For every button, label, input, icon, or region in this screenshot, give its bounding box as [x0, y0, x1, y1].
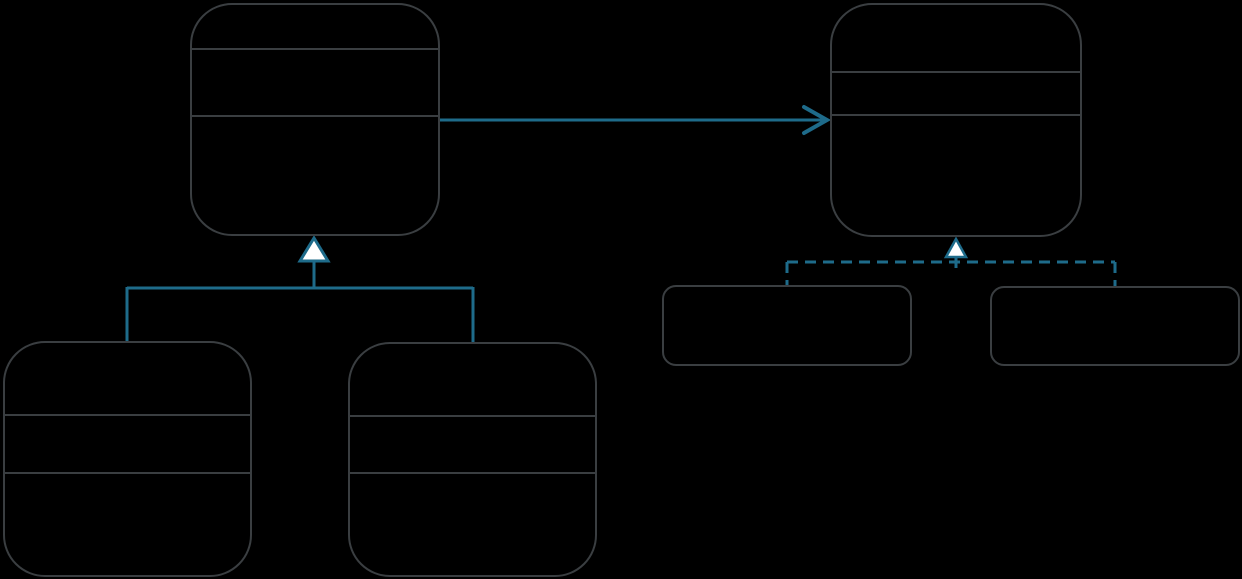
class-box-top-right[interactable]	[830, 3, 1082, 237]
generalization-tree-hollow-triangle-marker	[297, 235, 331, 263]
edge-generalization-tree[interactable]	[125, 261, 475, 343]
class-box-bottom-left-2-divider-1	[350, 415, 595, 417]
class-box-bottom-left-1-divider-1	[5, 414, 250, 416]
class-box-bottom-left-2[interactable]	[348, 342, 597, 577]
class-box-bottom-left-2-divider-2	[350, 472, 595, 474]
rounded-box-right-1[interactable]	[662, 285, 912, 366]
class-box-top-left-divider-1	[192, 48, 438, 50]
class-box-bottom-left-1-divider-2	[5, 472, 250, 474]
edge-realization-tree[interactable]	[785, 258, 1117, 287]
class-box-top-left-divider-2	[192, 115, 438, 117]
class-box-top-right-divider-1	[832, 71, 1080, 73]
class-box-top-left[interactable]	[190, 3, 440, 236]
class-box-bottom-left-1[interactable]	[3, 341, 252, 577]
rounded-box-right-2[interactable]	[990, 286, 1240, 366]
association-arrow-open-arrow-marker	[802, 105, 832, 135]
class-box-top-right-divider-2	[832, 114, 1080, 116]
realization-tree-hollow-triangle-marker	[943, 236, 969, 259]
